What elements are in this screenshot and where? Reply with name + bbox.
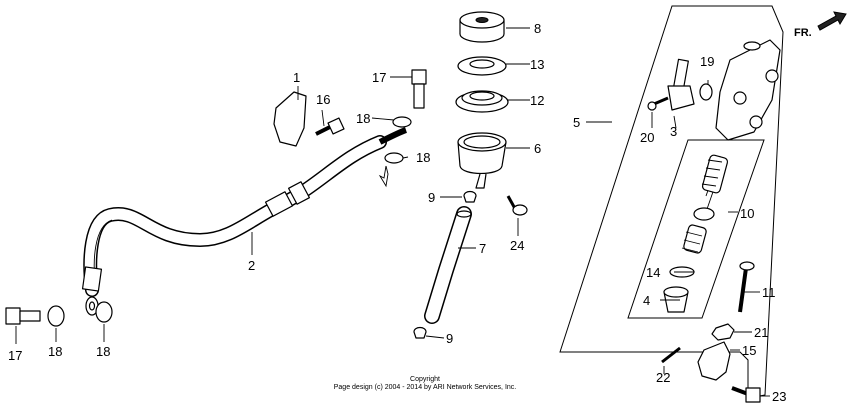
screw-part-20	[647, 96, 669, 111]
callout-12: 12	[530, 93, 544, 108]
callout-8: 8	[534, 21, 541, 36]
hose-joint-part-3	[667, 58, 695, 111]
push-rod-part-11	[738, 261, 755, 313]
assembly-5-frame	[559, 5, 784, 399]
banjo-bolt-part-17-lower	[5, 307, 41, 325]
push-rod-joint-part-15	[697, 341, 731, 381]
banjo-bolt-part-17-upper	[411, 69, 427, 109]
callout-18-mid: 18	[416, 150, 430, 165]
callout-21: 21	[754, 325, 768, 340]
hose-bracket-part-1	[273, 91, 307, 147]
hose-clip-part-9-lower	[413, 326, 427, 339]
callout-5: 5	[573, 115, 580, 130]
callout-10: 10	[740, 206, 754, 221]
callout-2: 2	[248, 258, 255, 273]
callout-6: 6	[534, 141, 541, 156]
callout-9-lower: 9	[446, 331, 453, 346]
bolt-part-16	[315, 117, 345, 136]
diaphragm-part-12	[455, 90, 509, 113]
leader-lines	[15, 27, 770, 397]
callout-19: 19	[700, 54, 714, 69]
callout-14: 14	[646, 265, 660, 280]
boot-part-4	[663, 286, 689, 313]
callout-23: 23	[772, 389, 786, 404]
callout-22: 22	[656, 370, 670, 385]
pin-part-22	[661, 346, 681, 364]
callout-7: 7	[479, 241, 486, 256]
piston-set-part-10	[681, 154, 729, 254]
callout-18-right: 18	[96, 344, 110, 359]
callout-24: 24	[510, 238, 524, 253]
sealing-washer-part-18-mid	[384, 152, 404, 164]
callout-4: 4	[643, 293, 650, 308]
piston-set-frame	[627, 139, 765, 319]
screw-part-24	[506, 195, 528, 216]
cotter-pin-part-23	[731, 386, 761, 403]
nut-part-21	[711, 323, 735, 341]
callout-13: 13	[530, 57, 544, 72]
reservoir-cap-part-8	[459, 11, 505, 43]
reservoir-hose-part-7	[424, 206, 472, 324]
diaphragm-plate-part-13	[457, 56, 507, 76]
callout-18-upper: 18	[356, 111, 370, 126]
callout-20: 20	[640, 130, 654, 145]
callout-17-lower: 17	[8, 348, 22, 363]
o-ring-part-19	[699, 83, 713, 101]
callout-3: 3	[670, 124, 677, 139]
callout-1: 1	[293, 70, 300, 85]
reservoir-part-6	[457, 132, 507, 189]
front-direction-arrow: FR.	[794, 11, 847, 39]
brake-hose-part-2	[81, 127, 407, 316]
callout-15: 15	[742, 343, 756, 358]
callout-17-upper: 17	[372, 70, 386, 85]
sealing-washer-part-18-upper	[392, 116, 412, 128]
copyright-line-1: Copyright	[410, 376, 440, 383]
hose-clip-part-9-upper	[463, 190, 477, 203]
callout-18-left: 18	[48, 344, 62, 359]
sealing-washer-part-18-left	[47, 305, 65, 327]
master-cylinder-body	[715, 39, 781, 141]
callout-16: 16	[316, 92, 330, 107]
front-direction-label: FR.	[794, 27, 812, 39]
sealing-washer-part-18-right	[95, 301, 113, 323]
callout-11: 11	[762, 285, 776, 300]
callout-9-upper: 9	[428, 190, 435, 205]
callout-labels: 1 2 3 4 5 6 7 8 9 9 10 11 12 13 14 15 16…	[8, 21, 786, 404]
copyright-line-2: Page design (c) 2004 - 2014 by ARI Netwo…	[334, 384, 517, 391]
